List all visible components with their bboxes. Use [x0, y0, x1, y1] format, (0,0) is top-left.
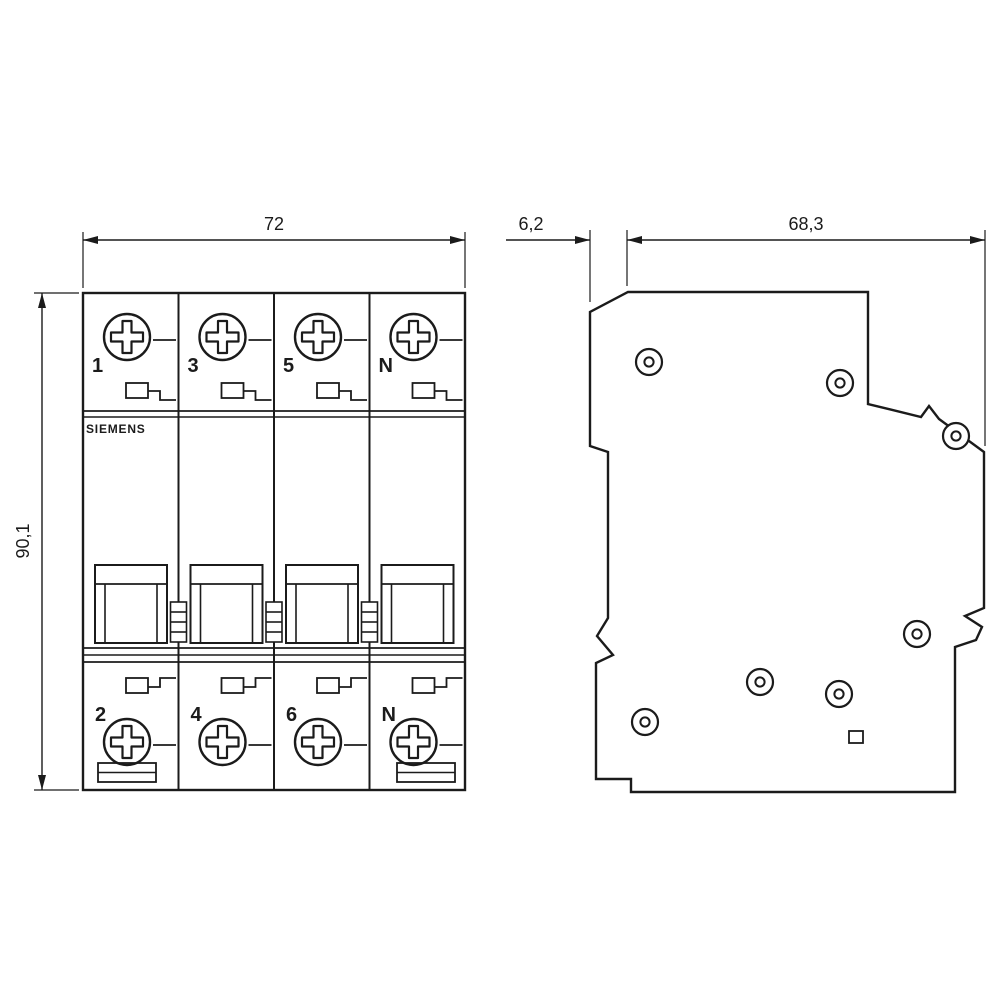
toggle-handle: [285, 564, 359, 644]
terminal-label-bottom-4: 4: [191, 704, 203, 726]
din-clip-right: [396, 762, 456, 783]
terminal-slot: [125, 677, 149, 694]
terminal-label-bottom-n: N: [382, 704, 396, 726]
rivet-icon: [902, 619, 932, 649]
toggle-handle: [189, 564, 264, 644]
terminal-slot: [220, 382, 245, 399]
arrowhead-down-icon: [38, 775, 46, 790]
rivet-icon: [634, 347, 664, 377]
terminal-step: [339, 390, 367, 401]
toggle-handle: [94, 564, 168, 644]
terminal-label-top-3: 3: [188, 355, 199, 377]
side-view: [588, 290, 986, 794]
front-view: SIEMENS 1 3 5 N: [81, 291, 467, 792]
screw-terminal-icon: [102, 717, 152, 767]
arrowhead-right-icon: [970, 236, 985, 244]
dimension-body-depth: 68,3: [626, 214, 986, 446]
screw-terminal-icon: [389, 717, 438, 767]
terminal-slot: [411, 677, 436, 694]
toggle-module-2: [189, 564, 264, 644]
toggle-coupling: [360, 601, 379, 643]
module-4-top: N: [379, 312, 463, 401]
rivet-icon: [745, 667, 775, 697]
screw-terminal-icon: [198, 312, 247, 362]
toggle-coupling: [169, 601, 188, 643]
arrowhead-left-icon: [627, 236, 642, 244]
dimension-front-depth: 6,2: [506, 214, 591, 302]
dimension-width: 72: [82, 214, 466, 288]
dimension-front-depth-label: 6,2: [518, 214, 543, 234]
module-2-top: 3: [188, 312, 272, 401]
module-4-bottom: N: [382, 677, 463, 767]
screw-terminal-icon: [389, 312, 438, 362]
brand-label: SIEMENS: [86, 422, 146, 436]
terminal-label-top-5: 5: [283, 355, 294, 377]
toggle-module-4: [380, 564, 455, 644]
terminal-slot: [316, 677, 340, 694]
arrowhead-left-icon: [83, 236, 98, 244]
terminal-step: [148, 677, 176, 688]
arrowhead-up-icon: [38, 293, 46, 308]
terminal-label-top-1: 1: [92, 355, 103, 377]
toggle-handle: [380, 564, 455, 644]
terminal-step: [243, 390, 272, 401]
dimension-height: 90,1: [13, 292, 79, 791]
toggle-module-3: [285, 564, 359, 644]
arrowhead-right-icon: [575, 236, 590, 244]
terminal-step: [148, 390, 176, 401]
terminal-label-bottom-6: 6: [286, 704, 297, 726]
module-3-top: 5: [283, 312, 367, 401]
terminal-step: [339, 677, 367, 688]
toggle-area: [83, 564, 465, 663]
screw-terminal-icon: [102, 312, 152, 362]
terminal-step: [434, 390, 463, 401]
terminal-label-bottom-2: 2: [95, 704, 106, 726]
rivet-icon: [825, 368, 855, 398]
din-clip-left: [97, 762, 157, 783]
toggle-module-1: [94, 564, 168, 644]
screw-terminal-icon: [293, 717, 343, 767]
screw-terminal-icon: [198, 717, 247, 767]
terminal-slot: [411, 382, 436, 399]
arrowhead-right-icon: [450, 236, 465, 244]
terminal-label-top-n: N: [379, 355, 393, 377]
terminal-slot: [125, 382, 149, 399]
module-1-bottom: 2: [95, 677, 176, 767]
module-1-top: 1: [92, 312, 176, 401]
rivet-icon: [630, 707, 660, 737]
module-2-bottom: 4: [191, 677, 272, 767]
rivet-icon: [824, 679, 854, 709]
dimension-body-depth-label: 68,3: [788, 214, 823, 234]
side-view-outline: [588, 290, 986, 794]
terminal-slot: [316, 382, 340, 399]
module-3-bottom: 6: [286, 677, 367, 767]
toggle-coupling: [265, 601, 283, 643]
terminal-step: [243, 677, 272, 688]
rivet-icon: [941, 421, 971, 451]
screw-terminal-icon: [293, 312, 343, 362]
dimension-width-label: 72: [264, 214, 284, 234]
terminal-slot: [220, 677, 245, 694]
terminal-step: [434, 677, 463, 688]
housing-notch: [848, 730, 864, 744]
dimension-height-label: 90,1: [13, 523, 33, 558]
